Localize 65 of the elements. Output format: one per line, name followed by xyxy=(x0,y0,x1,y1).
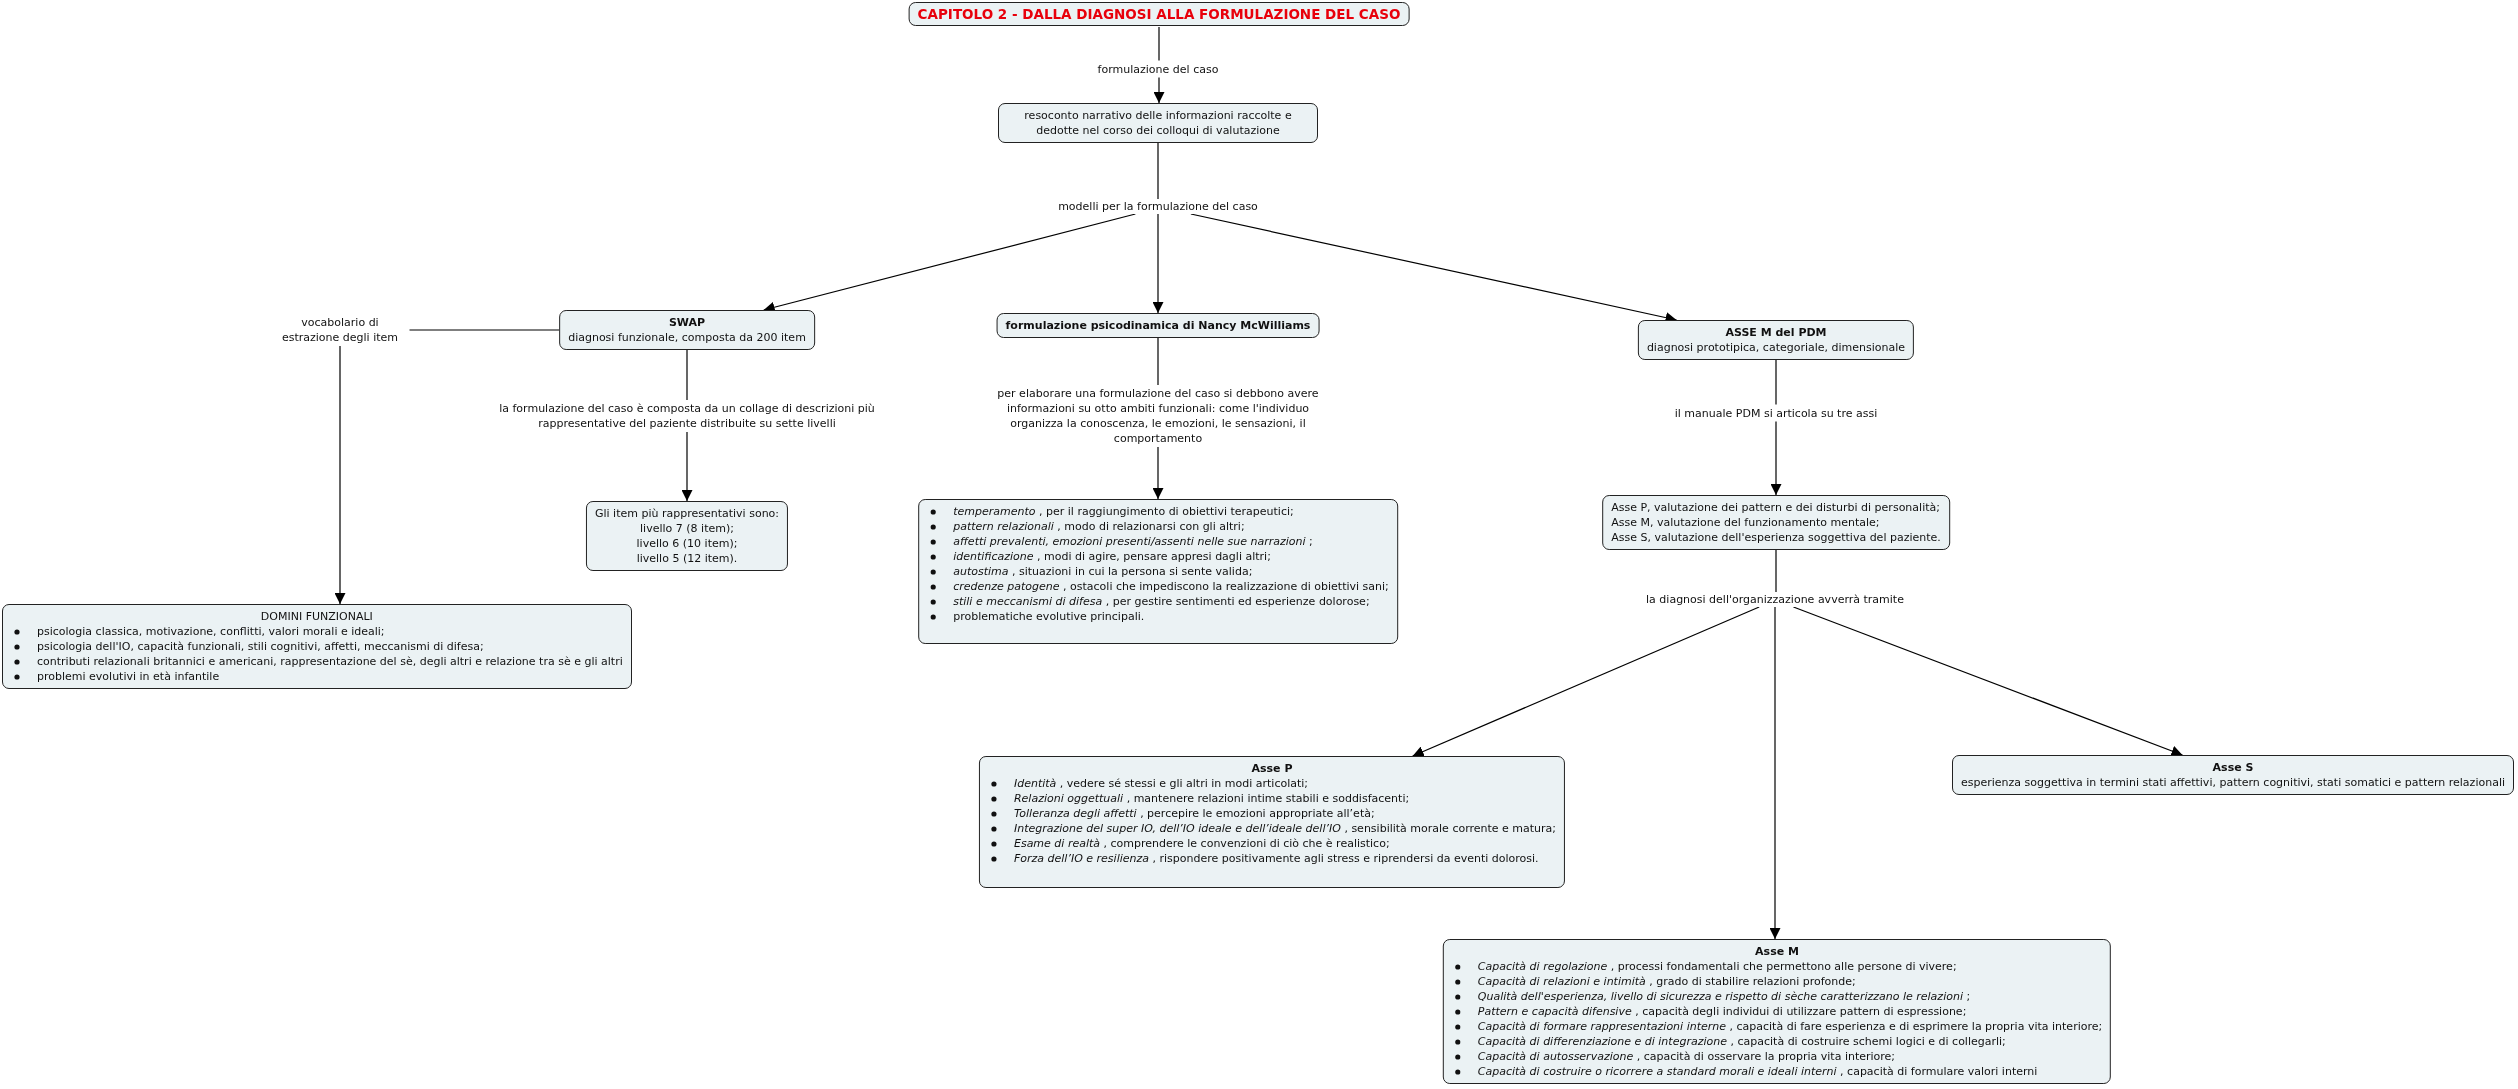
concept-box xyxy=(1637,320,1915,360)
list-item: autostima , situazioni in cui la persona si sente valida; xyxy=(927,564,1389,579)
edge-label: formulazione del caso xyxy=(1095,60,1221,78)
arrow xyxy=(1792,606,2184,757)
concept-heading: Asse P xyxy=(1250,761,1294,776)
concept-heading: ASSE M del PDM xyxy=(1724,325,1828,340)
concept-box xyxy=(2,604,632,689)
list-item: pattern relazionali , modo di relazionarsi con gli altri; xyxy=(927,519,1389,534)
concept-box xyxy=(1602,495,1950,550)
edge-label: il manuale PDM si articola su tre assi xyxy=(1672,404,1880,422)
arrow xyxy=(1152,213,1164,314)
list-item: Qualità dell'esperienza, livello di sicurezza e rispetto di sèche caratterizzano le relazioni ; xyxy=(1451,989,2103,1004)
list-item: identificazione , modi di agire, pensare appresi dagli altri; xyxy=(927,549,1389,564)
arrow xyxy=(1769,606,1781,940)
concept-text: DOMINI FUNZIONALI xyxy=(259,609,374,624)
connector-line xyxy=(1775,549,1777,593)
concept-text: esperienza soggettiva in termini stati affettivi, pattern cognitivi, stati somatici e pattern relazionali xyxy=(1961,775,2505,790)
concept-box xyxy=(918,499,1398,644)
concept-text: Gli item più rappresentativi sono: xyxy=(594,506,780,521)
list-item: credenze patogene , ostacoli che impediscono la realizzazione di obiettivi sani; xyxy=(927,579,1389,594)
list-item: Capacità di differenziazione e di integrazione , capacità di costruire schemi logici e di collegarli; xyxy=(1451,1034,2103,1049)
list-item: Capacità di costruire o ricorrere a standard morali e ideali interni , capacità di formulare valori interni xyxy=(1451,1064,2103,1079)
concept-text: diagnosi prototipica, categoriale, dimensionale xyxy=(1646,340,1906,355)
list-item: psicologia classica, motivazione, conflitti, valori morali e ideali; xyxy=(11,624,623,639)
concept-box xyxy=(559,310,815,350)
list-item: Integrazione del super IO, dell’IO ideale e dell’ideale dell’IO , sensibilità morale corrente e matura; xyxy=(987,821,1557,836)
concept-heading: Asse S xyxy=(2211,760,2255,775)
list-item: Capacità di regolazione , processi fondamentali che permettono alle persone di vivere; xyxy=(1451,959,2103,974)
list-item: Esame di realtà , comprendere le convenzioni di ciò che è realistico; xyxy=(987,836,1557,851)
concept-text: livello 5 (12 item). xyxy=(635,551,739,566)
concept-text: resoconto narrativo delle informazioni raccolte e dedotte nel corso dei colloqui di valutazione xyxy=(1023,108,1293,138)
list-item: Pattern e capacità difensive , capacità degli individui di utilizzare pattern di espressione; xyxy=(1451,1004,2103,1019)
list-item: Capacità di formare rappresentazioni interne , capacità di fare esperienza e di esprimere la propria vita interiore; xyxy=(1451,1019,2103,1034)
concept-box xyxy=(1952,755,2514,795)
concept-box xyxy=(585,501,789,571)
concept-box xyxy=(1442,939,2112,1084)
concept-heading: Asse M xyxy=(1754,944,1800,959)
arrow xyxy=(1770,359,1782,496)
concept-heading: SWAP xyxy=(667,315,707,330)
list-item: Relazioni oggettuali , mantenere relazioni intime stabili e soddisfacenti; xyxy=(987,791,1557,806)
list-item: Forza dell’IO e resilienza , rispondere positivamente agli stress e riprendersi da eventi dolorosi. xyxy=(987,851,1557,866)
concept-box xyxy=(998,103,1318,143)
list-item: stili e meccanismi di difesa , per gestire sentimenti ed esperienze dolorose; xyxy=(927,594,1389,609)
concept-text: Asse P, valutazione dei pattern e dei disturbi di personalità; xyxy=(1611,500,1941,515)
list-item: problematiche evolutive principali. xyxy=(927,609,1389,624)
list-item: temperamento , per il raggiungimento di obiettivi terapeutici; xyxy=(927,504,1389,519)
concept-text: livello 7 (8 item); xyxy=(639,521,735,536)
concept-box xyxy=(978,756,1566,888)
concept-text: diagnosi funzionale, composta da 200 item xyxy=(568,330,806,345)
list-item: Tolleranza degli affetti , percepire le emozioni appropriate all’età; xyxy=(987,806,1557,821)
concept-box xyxy=(996,313,1320,338)
connector-line xyxy=(1157,142,1159,200)
concept-text: Asse S, valutazione dell'esperienza soggettiva del paziente. xyxy=(1611,530,1941,545)
list-item: psicologia dell'IO, capacità funzionali, stili cognitivi, affetti, meccanismi di difesa; xyxy=(11,639,623,654)
map-title: CAPITOLO 2 - DALLA DIAGNOSI ALLA FORMULAZIONE DEL CASO xyxy=(908,2,1410,26)
list-item: Identità , vedere sé stessi e gli altri in modi articolati; xyxy=(987,776,1557,791)
list-item: Capacità di autosservazione , capacità di osservare la propria vita interiore; xyxy=(1451,1049,2103,1064)
list-item: Capacità di relazioni e intimità , grado di stabilire relazioni profonde; xyxy=(1451,974,2103,989)
arrow xyxy=(1412,606,1760,757)
list-item: problemi evolutivi in età infantile xyxy=(11,669,623,684)
concept-text: Asse M, valutazione del funzionamento mentale; xyxy=(1611,515,1881,530)
concept-text: livello 6 (10 item); xyxy=(635,536,739,551)
list-item: contributi relazionali britannici e americani, rappresentazione del sè, degli altri e relazione tra sè e gli altri xyxy=(11,654,623,669)
concept-heading: formulazione psicodinamica di Nancy McWilliams xyxy=(1005,318,1311,333)
list-item: affetti prevalenti, emozioni presenti/assenti nelle sue narrazioni ; xyxy=(927,534,1389,549)
